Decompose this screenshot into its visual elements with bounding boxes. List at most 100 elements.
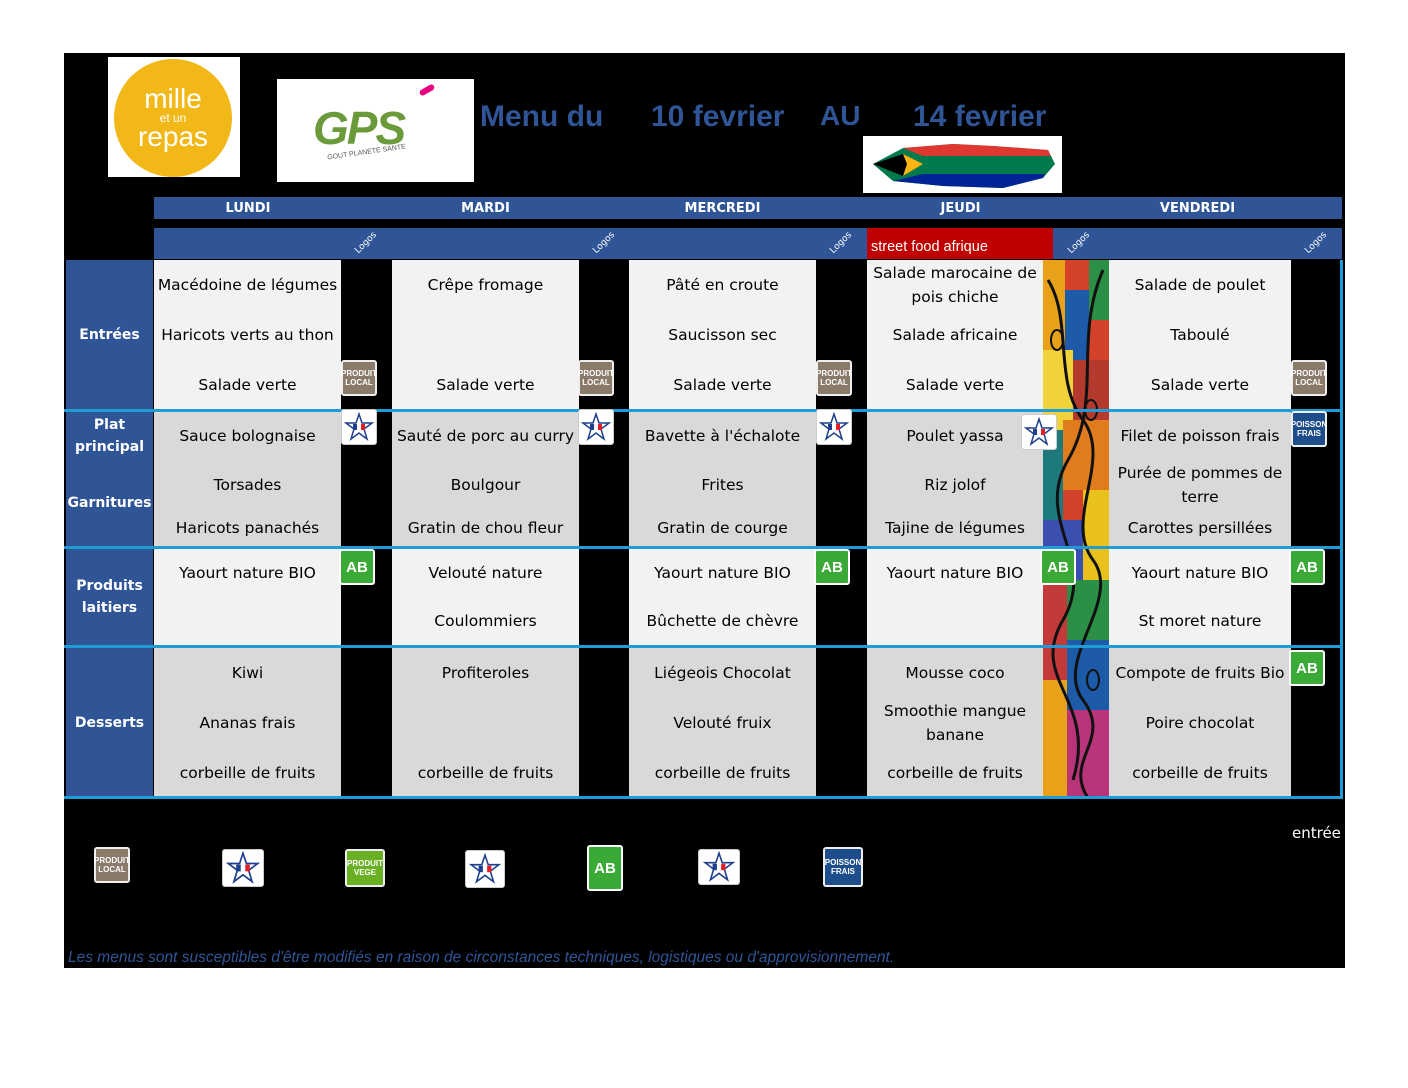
legend-viande-francaise-icon [465,850,505,888]
gps-logo-text: GPS [313,102,406,154]
mercredi-laitier-1: Yaourt nature BIO [629,549,816,597]
date-from: 10 fevrier [651,100,785,133]
theme-label: street food afrique [871,239,988,255]
mardi-garniture-2: Gratin de chou fleur [392,510,579,546]
lundi-garniture-1: Torsades [154,460,341,510]
brand-line2: et un [159,111,187,125]
vendredi-entree-3: Salade verte [1109,360,1291,409]
mille-et-un-repas-logo: mille et un repas [108,57,240,177]
lundi-dessert-1: Kiwi [154,648,341,698]
produit-local-icon: PRODUIT LOCAL [1291,360,1327,396]
vendredi-laitier-2: St moret nature [1109,597,1291,645]
jeudi-plat: Poulet yassa [867,412,1043,460]
lundi-entree-2: Haricots verts au thon [154,310,341,360]
jeudi-entree-1: Salade marocaine de pois chiche [867,260,1043,310]
produit-local-icon: PRODUIT LOCAL [816,360,852,396]
mercredi-dessert-2: Velouté fruix [629,698,816,748]
jeudi-laitier-1: Yaourt nature BIO [867,549,1043,597]
lundi-entree-1: Macédoine de légumes [154,260,341,310]
vendredi-dessert-1: Compote de fruits Bio [1109,648,1291,698]
theme-banner: street food afrique [867,228,1053,259]
viande-francaise-icon [578,409,614,445]
day-jeudi: JEUDI [940,200,981,216]
vendredi-entree-1: Salade de poulet [1109,260,1291,310]
agriculture-biologique-icon: AB [1289,549,1325,585]
mercredi-laitier-2: Bûchette de chèvre [629,597,816,645]
mardi-garniture-1: Boulgour [392,460,579,510]
mardi-laitier-1: Velouté nature [392,549,579,597]
lundi-plat: Sauce bolognaise [154,412,341,460]
logos-header-bar [154,228,1342,259]
gps-logo: GPS GOUT PLANETE SANTE [277,79,474,182]
jeudi-entree-3: Salade verte [867,360,1043,409]
mardi-entree-2 [392,310,579,360]
mardi-dessert-3: corbeille de fruits [392,748,579,797]
legend-agriculture-biologique-icon: AB [587,845,623,891]
mardi-laitier-2: Coulommiers [392,597,579,645]
jeudi-dessert-3: corbeille de fruits [867,748,1043,797]
legend-poisson-frais-icon: POISSON FRAIS [823,847,863,887]
viande-francaise-icon [341,409,377,445]
row-separator [64,546,1343,549]
row-label-plat: Plat principal [66,412,153,460]
lundi-dessert-3: corbeille de fruits [154,748,341,797]
legend-viande-francaise-icon [698,849,740,885]
legend-produit-vege-icon: PRODUIT VEGE [345,849,385,887]
lundi-garniture-2: Haricots panachés [154,510,341,546]
vendredi-dessert-2: Poire chocolat [1109,698,1291,748]
row-separator [64,409,1343,412]
vendredi-garniture-2: Carottes persillées [1109,510,1291,546]
row-separator [64,645,1343,648]
mardi-plat: Sauté de porc au curry [392,412,579,460]
jeudi-garniture-1: Riz jolof [867,460,1043,510]
title-prefix: Menu du [480,100,604,133]
day-mardi: MARDI [461,200,510,216]
mercredi-dessert-3: corbeille de fruits [629,748,816,797]
footer-note: Les menus sont susceptibles d'être modif… [68,949,895,966]
gps-accent-icon [418,83,436,97]
viande-francaise-icon [816,409,852,445]
agriculture-biologique-icon: AB [1040,549,1076,585]
lundi-laitier-1: Yaourt nature BIO [154,549,341,597]
mercredi-plat: Bavette à l'échalote [629,412,816,460]
vendredi-garniture-1: Purée de pommes de terre [1109,460,1291,510]
mercredi-garniture-2: Gratin de courge [629,510,816,546]
jeudi-dessert-1: Mousse coco [867,648,1043,698]
row-label-entrees: Entrées [66,260,153,409]
mardi-dessert-1: Profiteroles [392,648,579,698]
lundi-dessert-2: Ananas frais [154,698,341,748]
mardi-entree-3: Salade verte [392,360,579,409]
brand-line3: repas [137,121,209,152]
viande-francaise-icon [1021,414,1057,450]
day-mercredi: MERCREDI [684,200,761,216]
day-header-bar [154,197,1342,219]
lundi-laitier-2 [154,597,341,645]
lundi-entree-3: Salade verte [154,360,341,409]
agriculture-biologique-icon: AB [339,549,375,585]
date-to: 14 fevrier [913,100,1047,133]
day-lundi: LUNDI [225,200,271,216]
mercredi-garniture-1: Frites [629,460,816,510]
row-label-laitiers: Produits laitiers [66,549,153,645]
mercredi-dessert-1: Liégeois Chocolat [629,648,816,698]
produit-local-icon: PRODUIT LOCAL [341,360,377,396]
mercredi-entree-2: Saucisson sec [629,310,816,360]
corner-label: entrée [1292,824,1341,842]
row-label-garnitures: Garnitures [66,460,153,546]
row-label-desserts: Desserts [66,648,153,797]
mardi-entree-1: Crêpe fromage [392,260,579,310]
mercredi-entree-1: Pâté en croute [629,260,816,310]
date-separator: AU [820,100,861,131]
jeudi-laitier-2 [867,597,1043,645]
vendredi-laitier-1: Yaourt nature BIO [1109,549,1291,597]
jeudi-dessert-2: Smoothie mangue banane [867,698,1043,748]
agriculture-biologique-icon: AB [814,549,850,585]
poisson-frais-icon: POISSON FRAIS [1291,411,1327,447]
mardi-dessert-2 [392,698,579,748]
legend-viande-francaise-icon [222,849,264,887]
produit-local-icon: PRODUIT LOCAL [578,360,614,396]
row-separator [64,796,1343,799]
day-vendredi: VENDREDI [1159,200,1236,216]
jeudi-entree-2: Salade africaine [867,310,1043,360]
jeudi-garniture-2: Tajine de légumes [867,510,1043,546]
